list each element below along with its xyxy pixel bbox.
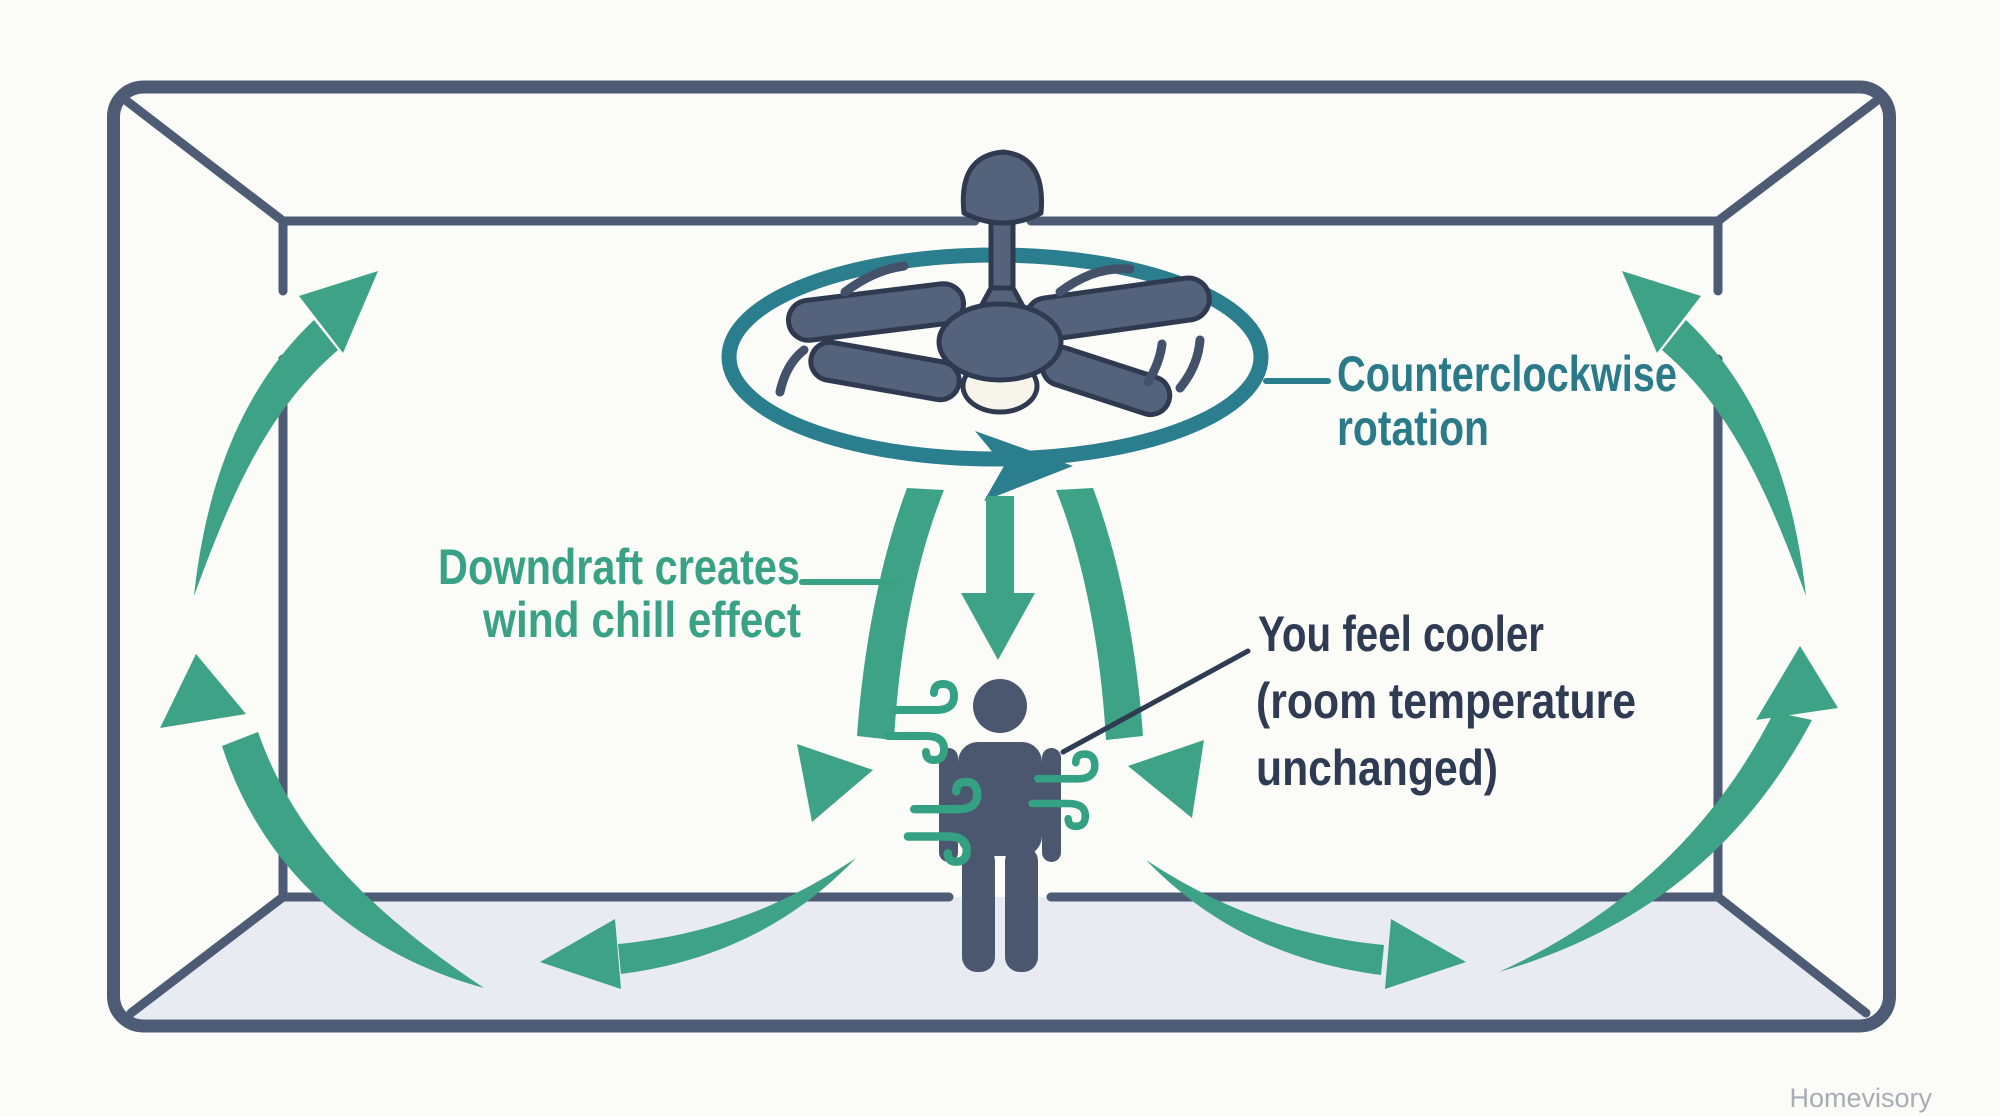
up-arrow-bottom-right-head [1756,646,1838,720]
up-arrow-bottom-right-shaft [1499,712,1812,972]
floor-corner-line-right [1713,892,1871,1018]
wind-swirl-icon [903,777,982,866]
down-arrow-center-shaft [986,496,1014,596]
wind-swirl-icon [884,679,959,765]
fan-motion-arc [1055,264,1135,297]
floor-arrow-right-head [1385,919,1466,989]
fan-motion-arc [1175,335,1205,393]
fan-blade-left-down [808,339,962,403]
rotation-ring-arrowhead [975,431,1073,501]
rotation-label-line1: Counterclockwise [1337,346,1677,402]
person-leg-right [1005,846,1038,972]
ceiling-fan-icon [775,149,1212,418]
person-leg-left [962,846,995,972]
person-head [973,679,1027,733]
fan-motion-arc [1143,339,1167,387]
up-arrow-top-left-head [299,271,378,353]
room-outline [107,80,1896,1033]
floor-corner-line-left [126,892,288,1018]
downdraft-arrow-icons [797,488,1204,822]
down-arrow-right-head [1128,740,1204,818]
up-arrow-top-right-shaft [1662,320,1806,596]
floor-surface [131,897,1866,1019]
downdraft-label-line2: wind chill effect [482,592,801,648]
up-arrow-top-left-shaft [194,320,338,596]
ceiling-corner-line-left [123,97,288,226]
cooler-label-line1: You feel cooler [1258,606,1544,662]
fan-motion-arc [840,261,909,297]
air-circulation-arrow-icons [160,271,1838,989]
up-arrow-bottom-left-shaft [222,732,484,988]
rotation-label: Counterclockwise rotation [1337,346,1677,456]
wind-swirl-icon [1028,750,1099,831]
floor-arrow-left-shaft [618,858,856,974]
floor-arrow-left-head [540,919,621,989]
fan-motor-hub [936,301,1064,383]
cooler-leader-line [1060,648,1251,755]
person-torso [958,742,1042,856]
down-arrow-right-shaft [1056,488,1143,740]
up-arrow-bottom-left-head [160,654,246,728]
down-arrow-left-shaft [857,488,944,740]
fan-blade-left-up [786,281,966,343]
up-arrow-top-right-head [1622,271,1701,353]
fan-ceiling-mount [960,149,1045,226]
downdraft-label-line1: Downdraft creates [438,539,800,595]
downdraft-label: Downdraft creates wind chill effect [438,539,801,648]
cooler-label-line2: (room temperature [1256,673,1636,729]
floor-arrow-right-shaft [1146,860,1384,975]
down-arrow-left-head [797,744,873,822]
cooler-label-line3: unchanged) [1256,740,1498,796]
room-outer-border [107,80,1896,1033]
cooler-label: You feel cooler (room temperature unchan… [1256,606,1636,796]
rotation-label-line2: rotation [1337,400,1489,456]
watermark: Homevisory [1789,1083,1932,1113]
fan-motion-arc [775,345,809,397]
down-arrow-center-head [961,593,1035,660]
ceiling-corner-line-right [1713,97,1880,226]
